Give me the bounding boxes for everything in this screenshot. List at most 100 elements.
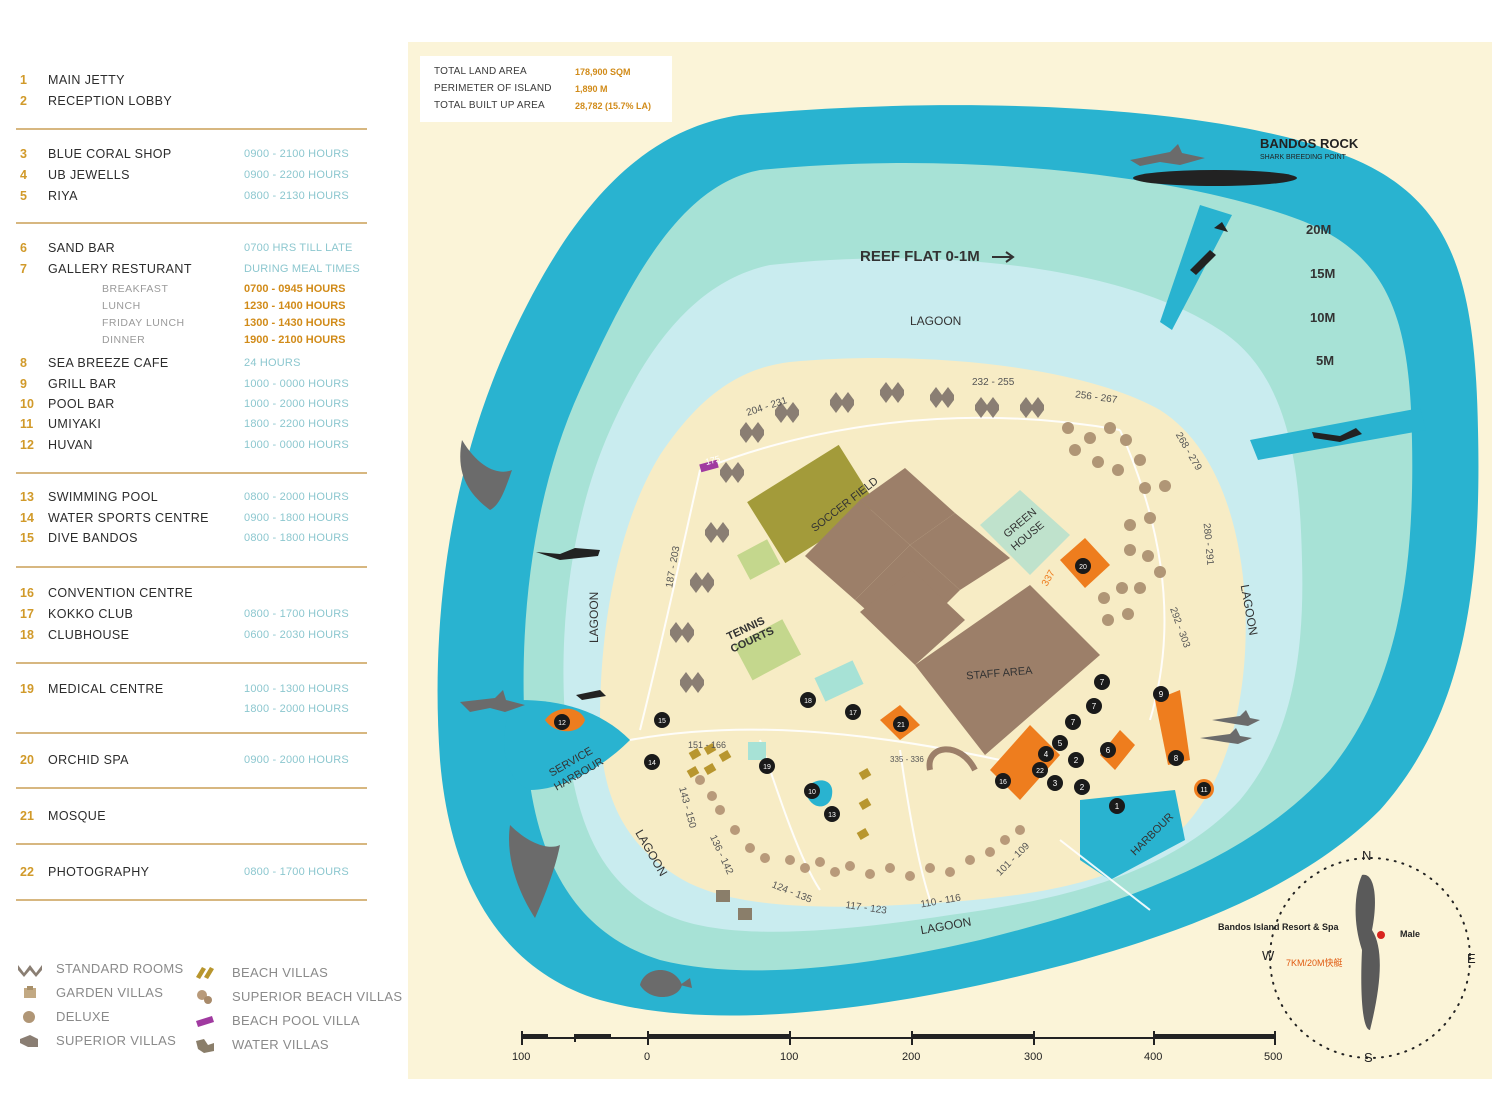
- room-range: 280 - 291: [1201, 523, 1216, 566]
- diver-icon: [536, 548, 600, 560]
- compass-rose: N S W E Bandos Island Resort & Spa Male …: [1218, 848, 1476, 1065]
- marker-14[interactable]: 14: [644, 754, 660, 770]
- beach-villa-icon: [196, 967, 214, 979]
- marker-22[interactable]: 22: [1032, 762, 1048, 778]
- superior-beach-villas: [695, 775, 1025, 881]
- key-label: SUPERIOR BEACH VILLAS: [232, 989, 403, 1004]
- meal-hours: 1230 - 1400 HOURS: [244, 300, 346, 312]
- marker-9[interactable]: 9: [1153, 686, 1169, 702]
- marker-16[interactable]: 16: [995, 773, 1011, 789]
- marker-3[interactable]: 3: [1047, 775, 1063, 791]
- manta-ray-icon: [440, 440, 512, 510]
- marker-7b[interactable]: 7: [1086, 698, 1102, 714]
- reef-flat-arrow: [992, 251, 1015, 263]
- meal-hours: 1300 - 1430 HOURS: [244, 317, 346, 329]
- key-label: SUPERIOR VILLAS: [56, 1033, 177, 1048]
- legend-hours: 0900 - 2200 HOURS: [244, 169, 349, 181]
- marker-19[interactable]: 19: [759, 758, 775, 774]
- legend-num: 1: [20, 73, 27, 87]
- beach-pool-villa: [699, 459, 719, 473]
- deluxe-rooms: [1062, 422, 1171, 626]
- marker-17[interactable]: 17: [845, 704, 861, 720]
- key-label: DELUXE: [56, 1009, 110, 1024]
- meal-hours: 1900 - 2100 HOURS: [244, 334, 346, 346]
- marker-5[interactable]: 5: [1052, 735, 1068, 751]
- legend-name: SEA BREEZE CAFE: [48, 356, 169, 370]
- marker-2[interactable]: 2: [1068, 752, 1084, 768]
- key-label: GARDEN VILLAS: [56, 985, 164, 1000]
- legend-num: 9: [20, 377, 27, 391]
- legend-name: RIYA: [48, 189, 78, 203]
- legend-hours: DURING MEAL TIMES: [244, 263, 360, 275]
- shark-icon: [1212, 710, 1260, 726]
- legend-divider: [16, 566, 367, 568]
- marker-21[interactable]: 21: [893, 716, 909, 732]
- restaurant-block: [1100, 730, 1135, 770]
- legend-hours: 0900 - 2000 HOURS: [244, 754, 349, 766]
- scale-bar: 100 0 100 200 300 400 500: [512, 1031, 1282, 1063]
- marker-2b[interactable]: 2: [1074, 779, 1090, 795]
- marker-12[interactable]: 12: [554, 714, 570, 730]
- marker-15[interactable]: 15: [654, 712, 670, 728]
- scale-label: 500: [1264, 1051, 1282, 1063]
- marker-label: 3: [1053, 779, 1058, 788]
- staff-area-label: STAFF AREA: [966, 665, 1034, 683]
- marker-20[interactable]: 20: [1075, 558, 1091, 574]
- marker-label: 4: [1044, 750, 1049, 759]
- shark-icon: [460, 690, 525, 712]
- legend-hours: 0700 HRS TILL LATE: [244, 242, 353, 254]
- compass-circle: [1269, 857, 1471, 1059]
- legend-num: 14: [20, 511, 34, 525]
- marker-7[interactable]: 7: [1094, 674, 1110, 690]
- deluxe-icon: [23, 1011, 35, 1023]
- stat-label: TOTAL BUILT UP AREA: [434, 100, 545, 111]
- legend-num: 10: [20, 397, 34, 411]
- marker-6[interactable]: 6: [1100, 742, 1116, 758]
- legend-num: 15: [20, 531, 34, 545]
- superior-beach-villa-icon: [197, 990, 212, 1004]
- stat-value: 1,890 M: [575, 84, 608, 94]
- reef-channel-east: [1250, 408, 1426, 460]
- legend-num: 17: [20, 607, 34, 621]
- key-beach-pool-villa: BEACH POOL VILLA: [192, 1010, 402, 1032]
- marker-10[interactable]: 10: [804, 783, 820, 799]
- marker-8[interactable]: 8: [1168, 750, 1184, 766]
- marker-label: 17: [849, 710, 857, 717]
- legend-name: UB JEWELLS: [48, 168, 130, 182]
- island-stats-box: TOTAL LAND AREA 178,900 SQM PERIMETER OF…: [420, 56, 672, 122]
- marker-label: 8: [1174, 754, 1179, 763]
- marker-7c[interactable]: 7: [1065, 714, 1081, 730]
- depth-5m: 5M: [1316, 353, 1334, 368]
- key-standard-rooms: STANDARD ROOMS: [16, 958, 196, 980]
- depth-10m: 10M: [1310, 310, 1335, 325]
- legend-name: MOSQUE: [48, 809, 106, 823]
- marker-label: 11: [1200, 787, 1207, 794]
- marker-4[interactable]: 4: [1038, 746, 1054, 762]
- marker-label: 13: [828, 812, 836, 819]
- marker-label: 10: [808, 789, 816, 796]
- marker-11[interactable]: 11: [1194, 779, 1214, 799]
- green-house-block: [980, 490, 1070, 575]
- key-label: WATER VILLAS: [232, 1037, 329, 1052]
- marker-1[interactable]: 1: [1109, 798, 1125, 814]
- marker-18[interactable]: 18: [800, 692, 816, 708]
- compass-w: W: [1262, 948, 1275, 963]
- legend-num: 16: [20, 586, 34, 600]
- marker-13[interactable]: 13: [824, 806, 840, 822]
- legend-hours: 0800 - 1700 HOURS: [244, 866, 349, 878]
- legend-name: SWIMMING POOL: [48, 490, 159, 504]
- marker-label: 1: [1115, 802, 1120, 811]
- marker-label: 22: [1036, 768, 1044, 775]
- legend-num: 22: [20, 865, 34, 879]
- legend-num: 19: [20, 682, 34, 696]
